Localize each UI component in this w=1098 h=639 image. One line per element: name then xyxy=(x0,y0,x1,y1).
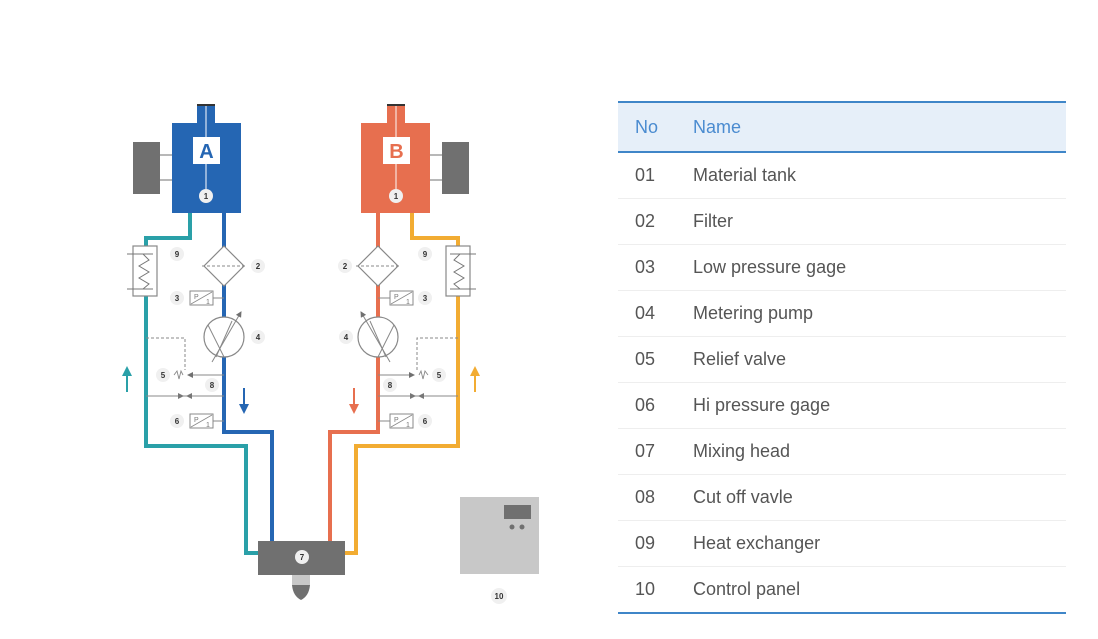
low-pressure-gage-a: P 1 xyxy=(189,290,224,306)
callout-2-a: 2 xyxy=(256,262,261,271)
low-pressure-gage-b: P 1 xyxy=(378,290,414,306)
flow-down-arrow-blue-icon xyxy=(239,388,249,414)
row-no: 09 xyxy=(618,520,693,567)
row-name: Filter xyxy=(693,198,1066,245)
agitator-motor-b xyxy=(430,142,469,194)
row-no: 01 xyxy=(618,152,693,199)
row-name: Low pressure gage xyxy=(693,244,1066,291)
row-no: 08 xyxy=(618,474,693,521)
gauge-digit: 1 xyxy=(406,422,410,429)
callout-2-b: 2 xyxy=(343,262,348,271)
row-no: 05 xyxy=(618,336,693,383)
flow-down-arrow-orange-icon xyxy=(349,388,359,414)
material-tank-a: A 1 xyxy=(172,104,241,213)
header-no: No xyxy=(618,101,693,153)
cut-off-valve-a xyxy=(146,393,224,399)
tank-a-label: A xyxy=(199,141,213,163)
gauge-p-letter: P xyxy=(194,294,199,301)
flow-up-arrow-teal-icon xyxy=(122,366,132,392)
row-no: 02 xyxy=(618,198,693,245)
relief-valve-b xyxy=(378,337,458,380)
callout-1-a: 1 xyxy=(204,192,209,201)
gauge-digit: 1 xyxy=(206,299,210,306)
gauge-p-letter: P xyxy=(394,294,399,301)
metering-pump-b xyxy=(357,311,399,363)
agitator-motor-a xyxy=(133,142,172,194)
foam-machine-diagram: A 1 B 1 9 2 xyxy=(122,104,539,604)
return-line-a xyxy=(144,212,260,555)
callout-5-a: 5 xyxy=(161,371,166,380)
gauge-digit: 1 xyxy=(406,299,410,306)
row-no: 06 xyxy=(618,382,693,429)
row-no: 04 xyxy=(618,290,693,337)
heat-exchanger-a xyxy=(127,245,158,297)
gauge-digit: 1 xyxy=(206,422,210,429)
row-name: Heat exchanger xyxy=(693,520,1066,567)
row-name: Relief valve xyxy=(693,336,1066,383)
row-name: Metering pump xyxy=(693,290,1066,337)
cut-off-valve-b xyxy=(378,393,458,399)
row-name: Cut off vavle xyxy=(693,474,1066,521)
control-panel xyxy=(460,497,539,574)
gauge-p-letter: P xyxy=(194,417,199,424)
header-name: Name xyxy=(693,101,1066,153)
tank-b-label: B xyxy=(389,141,403,163)
row-name: Mixing head xyxy=(693,428,1066,475)
callout-1-b: 1 xyxy=(394,192,399,201)
mixing-head: 7 xyxy=(258,541,345,600)
filter-a xyxy=(202,245,246,287)
callout-3-b: 3 xyxy=(423,294,428,303)
callout-10: 10 xyxy=(495,592,504,601)
callout-7: 7 xyxy=(300,553,305,562)
return-line-b xyxy=(344,212,460,555)
callout-5-b: 5 xyxy=(437,371,442,380)
filter-b xyxy=(356,245,400,287)
callout-8-a: 8 xyxy=(210,381,215,390)
row-no: 03 xyxy=(618,244,693,291)
heat-exchanger-b xyxy=(445,245,476,297)
callout-9-b: 9 xyxy=(423,250,428,259)
callout-3-a: 3 xyxy=(175,294,180,303)
callout-8-b: 8 xyxy=(388,381,393,390)
table-header-row: No Name xyxy=(618,101,1066,153)
relief-valve-a xyxy=(146,337,224,380)
row-name: Control panel xyxy=(693,566,1066,614)
row-name: Material tank xyxy=(693,152,1066,199)
flow-up-arrow-yellow-icon xyxy=(470,366,480,392)
gauge-p-letter: P xyxy=(394,417,399,424)
metering-pump-a xyxy=(203,311,245,363)
callout-6-a: 6 xyxy=(175,417,180,426)
callout-4-b: 4 xyxy=(344,333,349,342)
row-no: 10 xyxy=(618,566,693,614)
callout-4-a: 4 xyxy=(256,333,261,342)
hi-pressure-gage-a: P 1 xyxy=(189,413,224,429)
row-no: 07 xyxy=(618,428,693,475)
callout-9-a: 9 xyxy=(175,250,180,259)
hi-pressure-gage-b: P 1 xyxy=(378,413,414,429)
material-tank-b: B 1 xyxy=(361,104,430,213)
row-name: Hi pressure gage xyxy=(693,382,1066,429)
callout-6-b: 6 xyxy=(423,417,428,426)
